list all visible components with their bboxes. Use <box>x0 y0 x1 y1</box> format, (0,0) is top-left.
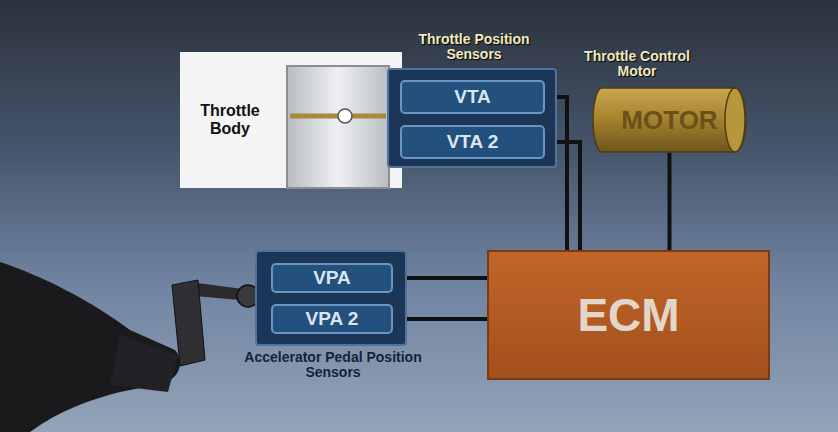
signal-wire <box>668 153 672 250</box>
throttle-bore <box>287 66 389 188</box>
sensor-box: VTA <box>400 80 545 114</box>
sensor-panel: Throttle Position SensorsVTAVTA 2 <box>387 68 557 168</box>
sensor-box: VPA <box>271 263 393 293</box>
group-heading: Throttle Position Sensors <box>389 32 559 62</box>
driver-shoe <box>110 335 178 392</box>
sensor-panel: Accelerator Pedal Position SensorsVPAVPA… <box>255 250 407 346</box>
node-label: Throttle Body <box>180 102 280 138</box>
node-label: VTA <box>454 86 491 108</box>
throttle-body-panel <box>180 52 402 188</box>
group-heading: Throttle Control Motor <box>572 49 702 79</box>
node-label: ECM <box>577 288 679 342</box>
sensor-box: VPA 2 <box>271 304 393 334</box>
driver-leg <box>0 262 180 432</box>
signal-wire <box>393 276 487 280</box>
motor-label: MOTOR <box>621 105 717 136</box>
control-module: ECM <box>487 250 770 380</box>
signal-wire <box>393 317 487 321</box>
motor-cylinder: Throttle Control MotorMOTOR <box>592 87 747 153</box>
node-label: VPA <box>313 267 351 289</box>
throttle-body: Throttle Body <box>180 52 296 188</box>
group-heading: Accelerator Pedal Position Sensors <box>238 350 428 380</box>
sensor-box: VTA 2 <box>400 125 545 159</box>
pedal-pad <box>172 280 205 366</box>
node-label: VTA 2 <box>447 131 499 153</box>
node-label: VPA 2 <box>306 308 359 330</box>
throttle-shaft <box>338 109 352 123</box>
